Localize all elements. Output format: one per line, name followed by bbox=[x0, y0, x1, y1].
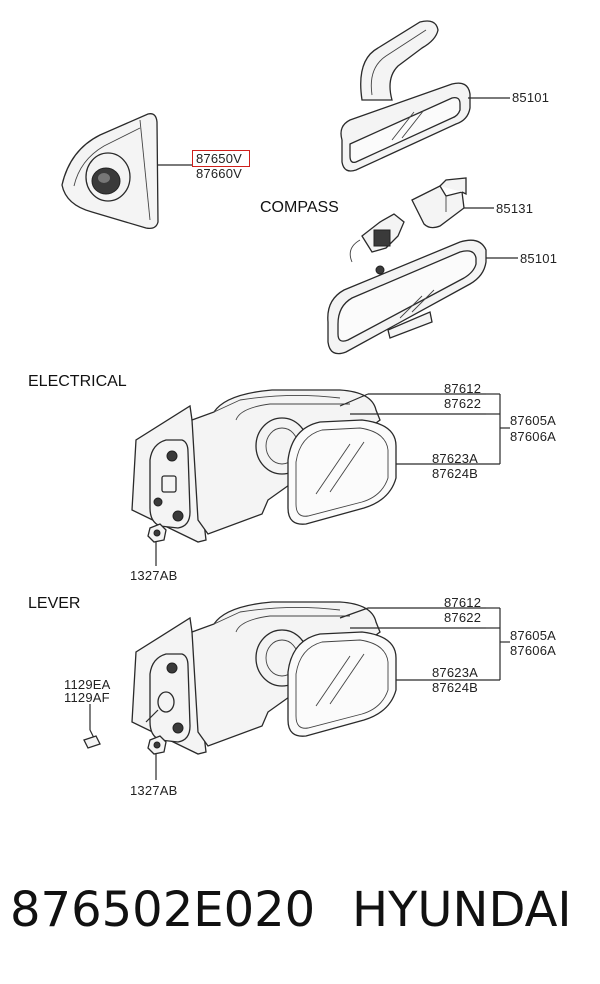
part-label-1327ab-lever[interactable]: 1327AB bbox=[130, 783, 178, 798]
corner-cover-drawing bbox=[61, 113, 159, 230]
lever-leader-lines bbox=[89, 607, 510, 780]
part-label-87606a-lever[interactable]: 87606A bbox=[510, 643, 557, 658]
part-label-85131[interactable]: 85131 bbox=[496, 201, 534, 216]
section-lever: LEVER bbox=[28, 595, 81, 612]
part-label-87623a-lever[interactable]: 87623A bbox=[432, 665, 479, 680]
part-label-87606a-electrical[interactable]: 87606A bbox=[510, 429, 557, 444]
electrical-mirror-drawing bbox=[131, 389, 397, 543]
part-label-87605a-electrical[interactable]: 87605A bbox=[510, 413, 557, 428]
part-label-85101-top[interactable]: 85101 bbox=[512, 90, 550, 105]
part-label-87612-lever[interactable]: 87612 bbox=[444, 595, 482, 610]
part-label-1129af[interactable]: 1129AF bbox=[64, 690, 110, 705]
part-label-85101-compass[interactable]: 85101 bbox=[520, 251, 558, 266]
section-electrical: ELECTRICAL bbox=[28, 373, 127, 390]
part-label-87624b-electrical[interactable]: 87624B bbox=[432, 466, 479, 481]
compass-bracket-drawing bbox=[411, 177, 467, 229]
part-label-87605a-lever[interactable]: 87605A bbox=[510, 628, 557, 643]
part-label-1129ea[interactable]: 1129EA bbox=[64, 677, 111, 692]
part-label-87660v[interactable]: 87660V bbox=[196, 166, 243, 181]
lever-nut-icon bbox=[147, 735, 167, 755]
part-label-87622-lever[interactable]: 87622 bbox=[444, 610, 482, 625]
electrical-leader-lines bbox=[155, 393, 510, 566]
part-label-87622-electrical[interactable]: 87622 bbox=[444, 396, 482, 411]
part-label-87612-electrical[interactable]: 87612 bbox=[444, 381, 482, 396]
part-label-87650v[interactable]: 87650V bbox=[196, 151, 243, 166]
lever-mirror-drawing bbox=[131, 601, 397, 755]
part-label-87623a-electrical[interactable]: 87623A bbox=[432, 451, 479, 466]
inside-mirror-top-drawing bbox=[340, 20, 471, 172]
part-label-1327ab-electrical[interactable]: 1327AB bbox=[130, 568, 178, 583]
inside-mirror-compass-drawing bbox=[327, 213, 487, 355]
section-compass: COMPASS bbox=[260, 199, 339, 216]
footer-brand: HYUNDAI bbox=[352, 882, 572, 938]
electrical-nut-icon bbox=[147, 523, 167, 543]
part-label-87624b-lever[interactable]: 87624B bbox=[432, 680, 479, 695]
footer-part-number: 876502E020 bbox=[10, 882, 316, 938]
part-highlight-box bbox=[192, 150, 250, 167]
lever-screw-icon bbox=[83, 729, 101, 749]
